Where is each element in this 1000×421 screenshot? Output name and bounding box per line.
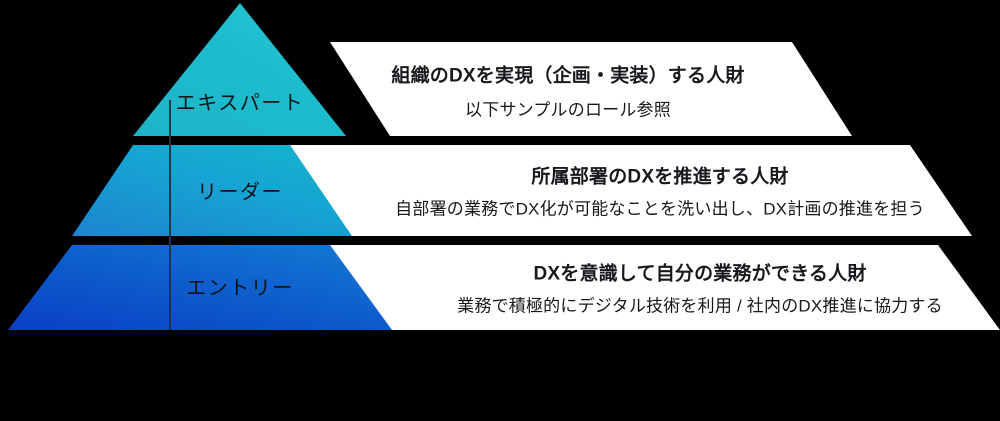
content-subtext-expert: 以下サンプルのロール参照 xyxy=(465,100,671,120)
content-subtext-entry: 業務で積極的にデジタル技術を利用 / 社内のDX推進に協力する xyxy=(457,296,943,316)
pyramid-tier-label-entry: エントリー xyxy=(186,277,294,300)
tier-separator-upper xyxy=(0,136,1000,145)
pyramid-tier-label-expert: エキスパート xyxy=(175,92,305,115)
content-panel-entry xyxy=(330,245,1000,330)
content-heading-entry: DXを意識して自分の業務ができる人財 xyxy=(533,263,867,285)
content-heading-expert: 組織のDXを実現（企画・実装）する人財 xyxy=(391,65,745,87)
content-subtext-leader: 自部署の業務でDX化が可能なことを洗い出し、DX計画の推進を担う xyxy=(395,199,925,219)
pyramid-tier-label-leader: リーダー xyxy=(197,181,283,204)
content-heading-leader: 所属部署のDXを推進する人財 xyxy=(531,166,789,188)
tier-separator-lower xyxy=(0,236,1000,245)
content-panel-leader xyxy=(290,145,972,236)
content-panel-expert xyxy=(330,42,852,136)
pyramid-tier-expert-shape xyxy=(133,3,346,136)
